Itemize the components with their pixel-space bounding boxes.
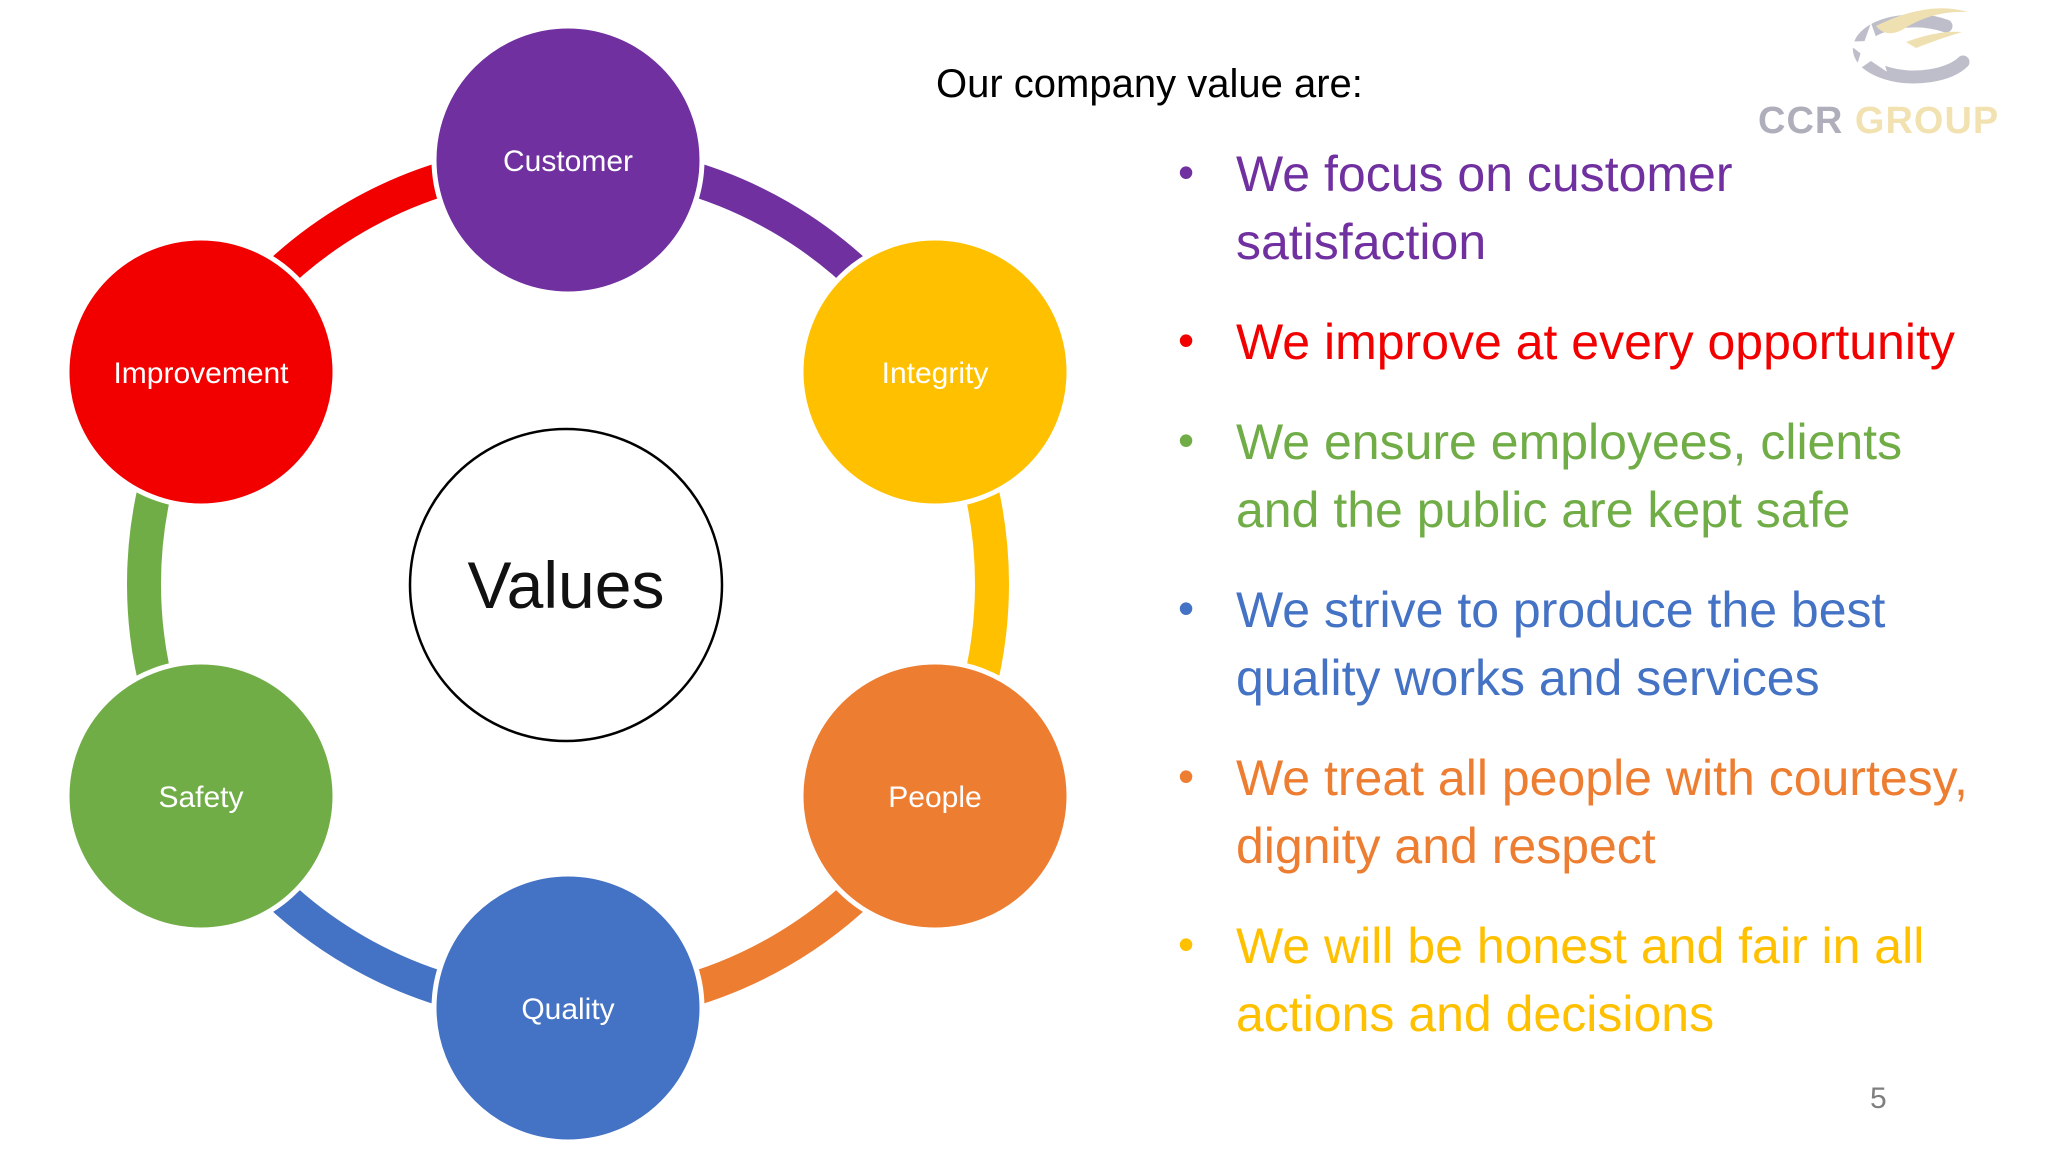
node-label-customer: Customer <box>503 145 633 178</box>
bullet-item-integrity: • We will be honest and fair in all acti… <box>1178 912 2048 1048</box>
node-label-improvement: Improvement <box>113 357 289 390</box>
bullet-dot-icon: • <box>1178 750 1195 802</box>
bullet-item-safety: • We ensure employees, clients and the p… <box>1178 408 2048 544</box>
bullet-dot-icon: • <box>1178 414 1195 466</box>
values-cycle-diagram: Customer Integrity People Quality Safety… <box>64 23 1072 1145</box>
node-circle-customer <box>431 23 705 297</box>
bullet-item-people: • We treat all people with courtesy, dig… <box>1178 744 2048 880</box>
logo-text-group: GROUP <box>1854 100 2000 142</box>
node-label-integrity: Integrity <box>882 357 989 390</box>
bullet-dot-icon: • <box>1178 582 1195 634</box>
node-circle-integrity <box>798 235 1072 509</box>
center-label: Values <box>468 548 665 622</box>
node-label-safety: Safety <box>158 781 243 814</box>
node-label-people: People <box>888 781 981 814</box>
bullet-item-improvement: • We improve at every opportunity <box>1178 308 2048 376</box>
logo-text-ccr: CCR <box>1758 100 1855 142</box>
page-heading: Our company value are: <box>936 62 1363 106</box>
values-center-circle <box>408 427 724 743</box>
logo-star-icon <box>1845 23 1897 72</box>
bullet-item-customer: • We focus on customer satisfaction <box>1178 140 2048 276</box>
page-number: 5 <box>1870 1082 1887 1115</box>
node-circle-people <box>798 659 1072 933</box>
bullet-dot-icon: • <box>1178 918 1195 970</box>
bullet-dot-icon: • <box>1178 314 1195 366</box>
node-label-quality: Quality <box>521 993 614 1026</box>
bullet-dot-icon: • <box>1178 146 1195 198</box>
values-bullet-list: • We focus on customer satisfaction • We… <box>1178 140 2048 1080</box>
bullet-text: We focus on customer satisfaction <box>1236 146 1733 270</box>
node-circle-improvement <box>64 235 338 509</box>
logo-swoosh-icon <box>1845 8 1970 84</box>
node-circle-safety <box>64 659 338 933</box>
bullet-text: We treat all people with courtesy, digni… <box>1236 750 1968 874</box>
bullet-item-quality: • We strive to produce the best quality … <box>1178 576 2048 712</box>
bullet-text: We will be honest and fair in all action… <box>1236 918 1925 1042</box>
node-circle-quality <box>431 871 705 1145</box>
company-logo: CCR GROUP <box>1758 8 2018 143</box>
bullet-text: We ensure employees, clients and the pub… <box>1236 414 1903 538</box>
bullet-text: We improve at every opportunity <box>1236 314 1955 370</box>
logo-text: CCR GROUP <box>1758 100 2018 143</box>
bullet-text: We strive to produce the best quality wo… <box>1236 582 1886 706</box>
